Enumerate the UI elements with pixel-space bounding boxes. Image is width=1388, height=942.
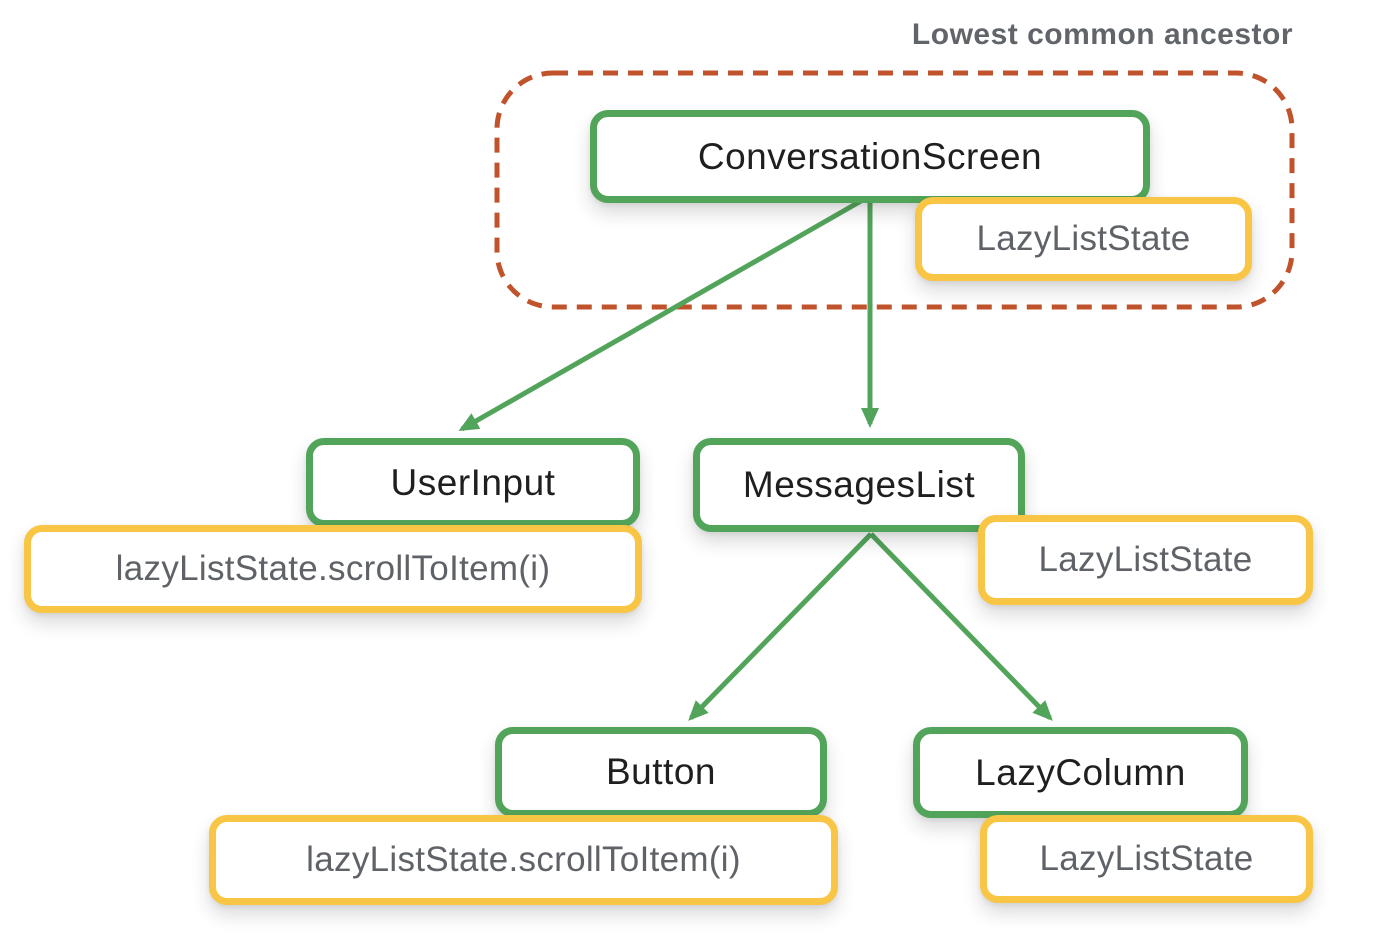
- state-badge-lazy-column: LazyListState: [980, 815, 1313, 903]
- node-lazy-column: LazyColumn: [913, 727, 1248, 818]
- node-messages-list: MessagesList: [693, 438, 1025, 532]
- call-badge-button: lazyListState.scrollToItem(i): [209, 815, 838, 905]
- node-conversation-screen: ConversationScreen: [590, 110, 1150, 203]
- state-badge-messages-list: LazyListState: [978, 515, 1313, 605]
- node-user-input: UserInput: [306, 438, 640, 527]
- lowest-common-ancestor-label: Lowest common ancestor: [911, 18, 1293, 51]
- edge-conversationscreen-userinput: [458, 198, 863, 432]
- edge-messageslist-button: [688, 532, 873, 721]
- call-badge-user-input: lazyListState.scrollToItem(i): [24, 525, 642, 613]
- node-button: Button: [495, 727, 827, 817]
- state-badge-conversation-screen: LazyListState: [915, 197, 1252, 281]
